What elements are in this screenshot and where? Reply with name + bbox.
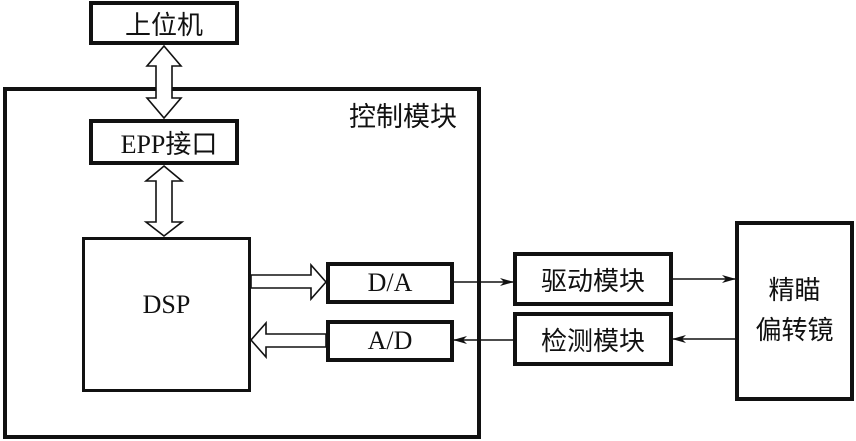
detection-module-box: 检测模块: [513, 312, 673, 366]
fine-steering-mirror-box: 精瞄 偏转镜: [735, 221, 854, 401]
control-module-frame: [3, 87, 481, 439]
driver-module-box: 驱动模块: [513, 252, 673, 306]
driver-module-label: 驱动模块: [540, 266, 645, 296]
dsp-da-bus-arrow: [250, 262, 328, 302]
da-converter-box: D/A: [326, 262, 454, 304]
ad-converter-box: A/D: [326, 320, 454, 362]
host-computer-label: 上位机: [124, 10, 203, 40]
host-computer-box: 上位机: [89, 1, 239, 45]
dsp-label: DSP: [142, 290, 191, 319]
da-converter-label: D/A: [367, 268, 413, 297]
ad-dsp-bus-arrow: [249, 320, 327, 360]
epp-dsp-bus-arrow: [143, 164, 185, 238]
mirror-label-line2: 偏转镜: [755, 316, 834, 345]
dsp-box: DSP: [82, 237, 251, 392]
epp-interface-box: EPP接口: [89, 119, 239, 165]
ad-converter-label: A/D: [367, 326, 413, 355]
epp-interface-label: EPP接口: [120, 129, 218, 159]
detection-module-label: 检测模块: [540, 326, 645, 356]
control-module-label: 控制模块: [349, 102, 457, 132]
host-epp-bus-arrow: [145, 44, 183, 120]
mirror-label-line1: 精瞄: [768, 276, 821, 305]
